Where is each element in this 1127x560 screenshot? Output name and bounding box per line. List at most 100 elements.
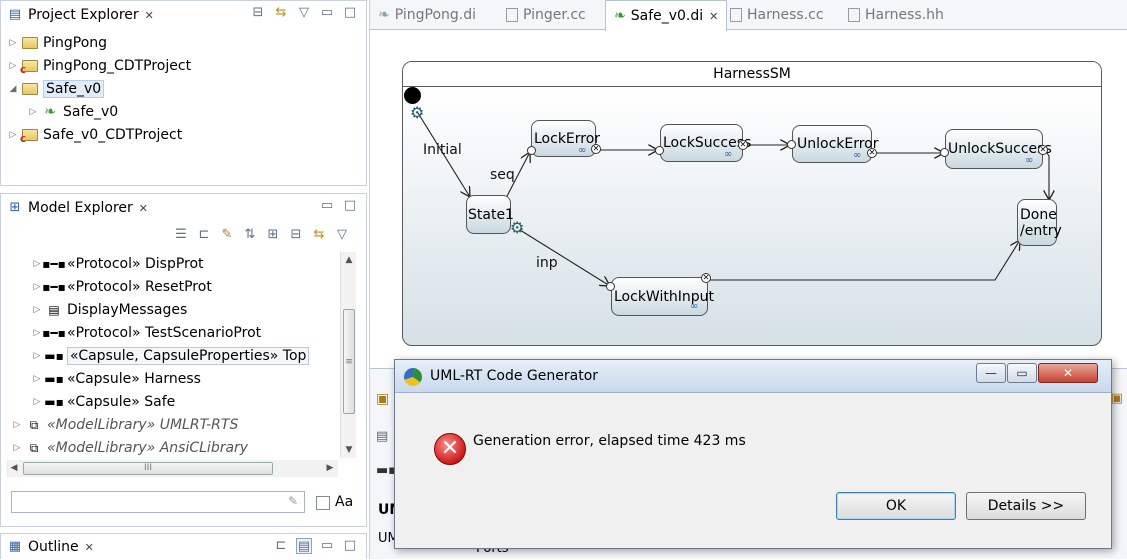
close-icon[interactable]: ✕: [144, 8, 154, 22]
tree-item-safe-v0-model[interactable]: ▷ ❧ Safe_v0: [27, 101, 119, 123]
tree-item-safe-v0[interactable]: ◢ Safe_v0: [7, 78, 105, 100]
details-button[interactable]: Details >>: [966, 492, 1086, 520]
model-library-icon: ⧉: [29, 417, 39, 432]
maximize-button[interactable]: ▭: [1007, 363, 1037, 383]
expand-icon[interactable]: ▷: [13, 420, 21, 430]
state-unlockerror[interactable]: UnlockError: [792, 125, 879, 163]
minimize-icon[interactable]: ▭: [320, 538, 334, 553]
tree-item-umlrt-rts[interactable]: ▷ ⧉ «ModelLibrary» UMLRT-RTS: [11, 414, 239, 436]
expand-icon[interactable]: ▷: [33, 351, 41, 361]
state-lockerror[interactable]: LockError: [531, 120, 600, 157]
dialog-titlebar[interactable]: UML-RT Code Generator — ▭ ✕: [395, 360, 1111, 393]
clear-filter-icon[interactable]: ✎: [288, 494, 299, 508]
scroll-down-icon[interactable]: ▼: [345, 445, 353, 455]
state-state1[interactable]: State1: [466, 195, 514, 234]
entry-point[interactable]: [655, 146, 664, 155]
expand-icon[interactable]: ▷: [33, 328, 41, 338]
editor-tab-harness-cc[interactable]: Harness.cc: [722, 0, 832, 30]
tree-item-pingpong-cdt[interactable]: ▷ PingPong_CDTProject: [7, 55, 192, 77]
filter-input[interactable]: [11, 491, 305, 513]
link-with-editor-icon[interactable]: ⇆: [313, 227, 325, 242]
close-icon[interactable]: ✕: [138, 201, 148, 215]
tree-item-safe-v0-cdt[interactable]: ▷ Safe_v0_CDTProject: [7, 124, 183, 146]
expand-all-icon[interactable]: ⊞: [267, 227, 279, 242]
exit-point[interactable]: ✕: [867, 148, 877, 158]
minimize-icon[interactable]: ▭: [320, 198, 334, 213]
model-explorer-window-controls: ▭ □: [319, 198, 358, 214]
view-menu-icon[interactable]: ▽: [299, 5, 309, 20]
list-icon[interactable]: ☰: [175, 227, 187, 242]
expand-icon[interactable]: ▷: [9, 38, 17, 48]
scroll-left-icon[interactable]: ◀: [10, 463, 18, 473]
close-icon[interactable]: ✕: [709, 9, 719, 23]
outline-tab[interactable]: ▦ Outline ✕: [1, 535, 100, 559]
scrollbar-thumb[interactable]: ≡: [343, 309, 355, 414]
edit-icon[interactable]: ✎: [221, 227, 233, 242]
close-button[interactable]: ✕: [1038, 363, 1098, 383]
scrollbar-thumb[interactable]: III: [23, 462, 273, 475]
expand-icon[interactable]: ▷: [33, 305, 41, 315]
scroll-right-icon[interactable]: ▶: [326, 463, 334, 473]
model-explorer-tab[interactable]: ⊞ Model Explorer ✕: [1, 196, 154, 220]
tree-item-top[interactable]: ▷ ▬▪ «Capsule, CapsuleProperties» Top: [31, 345, 310, 367]
tree-item-label: PingPong_CDTProject: [43, 58, 192, 74]
expand-icon[interactable]: ▷: [33, 259, 41, 269]
entry-point[interactable]: [527, 146, 536, 155]
tree-item-resetprot[interactable]: ▷ ▪━▪ «Protocol» ResetProt: [31, 276, 212, 298]
tree-item-ansiclibrary[interactable]: ▷ ⧉ «ModelLibrary» AnsiCLibrary: [11, 437, 249, 459]
minimize-button[interactable]: —: [976, 363, 1006, 383]
exit-point[interactable]: ✕: [1038, 145, 1048, 155]
collapse-all-icon[interactable]: ⊟: [290, 227, 302, 242]
tree-item-pingpong[interactable]: ▷ PingPong: [7, 32, 108, 54]
maximize-icon[interactable]: □: [343, 198, 357, 213]
tree-item-testscenarioprot[interactable]: ▷ ▪━▪ «Protocol» TestScenarioProt: [31, 322, 262, 344]
state-machine-harnesssm[interactable]: HarnessSM: [402, 61, 1102, 346]
collapse-all-icon[interactable]: ⊟: [252, 5, 264, 20]
project-explorer-tab[interactable]: ▤ Project Explorer ✕: [1, 3, 160, 27]
expand-icon[interactable]: ▷: [33, 397, 41, 407]
vertical-scrollbar[interactable]: ▲ ≡ ▼: [340, 252, 356, 458]
tree-item-harness[interactable]: ▷ ▬▪ «Capsule» Harness: [31, 368, 201, 390]
entry-point[interactable]: [940, 148, 949, 157]
tree-item-safe[interactable]: ▷ ▬▪ «Capsule» Safe: [31, 391, 176, 413]
close-icon[interactable]: ✕: [84, 540, 94, 554]
editor-tab-label: Pinger.cc: [523, 7, 586, 23]
entry-point[interactable]: [787, 140, 796, 149]
tree-item-displaymessages[interactable]: ▷ ▤ DisplayMessages: [31, 299, 188, 321]
editor-tab-safe-v0-di[interactable]: ❧ Safe_v0.di ✕: [605, 0, 728, 31]
editor-tab-pinger-cc[interactable]: Pinger.cc: [498, 0, 594, 30]
case-sensitive-checkbox[interactable]: [316, 496, 330, 510]
maximize-icon[interactable]: □: [343, 538, 357, 553]
expand-icon[interactable]: ▷: [33, 282, 41, 292]
hierarchy-icon[interactable]: ⊏: [198, 227, 210, 242]
editor-tab-harness-hh[interactable]: Harness.hh: [840, 0, 952, 30]
collapse-icon[interactable]: ◢: [9, 84, 17, 94]
state-done[interactable]: Done /entry: [1017, 199, 1062, 246]
horizontal-scrollbar[interactable]: ◀ III ▶: [6, 460, 338, 477]
view-menu-icon[interactable]: ▽: [337, 227, 347, 242]
state-lockwithinput[interactable]: LockWithInput: [611, 277, 714, 316]
exit-point[interactable]: ✕: [591, 144, 601, 154]
state-unlocksuccess[interactable]: UnlockSuccess: [945, 129, 1052, 169]
minimize-icon[interactable]: ▭: [320, 5, 334, 20]
state-locksuccess[interactable]: LockSuccess: [660, 124, 751, 162]
exit-point[interactable]: ✕: [701, 273, 711, 283]
expand-icon[interactable]: ▷: [33, 374, 41, 384]
scroll-up-icon[interactable]: ▲: [345, 255, 353, 265]
expand-icon[interactable]: ▷: [9, 61, 17, 71]
sort-az-icon[interactable]: ⇅: [244, 227, 256, 242]
initial-pseudostate[interactable]: [404, 87, 421, 104]
expand-icon[interactable]: ▷: [13, 443, 21, 453]
expand-icon[interactable]: ▷: [29, 107, 37, 117]
maximize-icon[interactable]: □: [343, 5, 357, 20]
tree-view-icon[interactable]: ⊏: [275, 538, 287, 553]
composite-state-icon: ∞: [1025, 155, 1034, 166]
ok-button[interactable]: OK: [836, 492, 956, 520]
exit-point[interactable]: ✕: [738, 140, 748, 150]
entry-point[interactable]: [606, 282, 615, 291]
overview-icon[interactable]: ▤: [296, 538, 312, 554]
expand-icon[interactable]: ▷: [9, 130, 17, 140]
link-with-editor-icon[interactable]: ⇆: [275, 5, 287, 20]
editor-tab-pingpong-di[interactable]: ❧ PingPong.di: [370, 0, 484, 30]
tree-item-dispprot[interactable]: ▷ ▪━▪ «Protocol» DispProt: [31, 253, 204, 275]
